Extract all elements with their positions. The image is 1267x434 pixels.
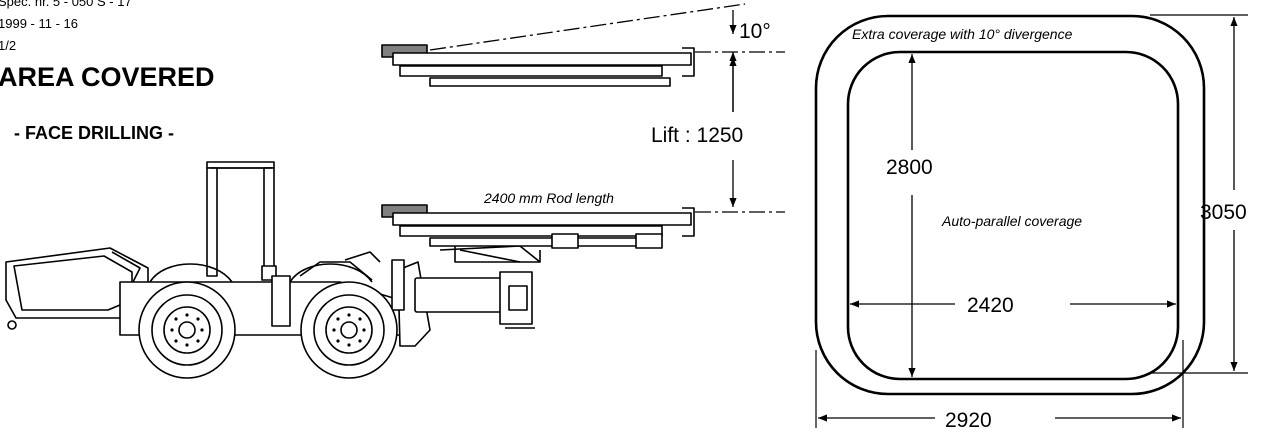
rod-length-label: 2400 mm Rod length: [483, 190, 614, 206]
rig-wheel-front: [300, 281, 398, 379]
lift-label: Lift : 1250: [651, 124, 743, 147]
angle-label: 10°: [739, 20, 771, 43]
rig-boom-lower: [381, 204, 695, 263]
rig-wheel-bolts: [170, 313, 366, 347]
page-subtitle: - FACE DRILLING -: [14, 123, 174, 143]
rig-wheel-rear: [138, 281, 236, 379]
inner-height-label: 2800: [886, 156, 933, 179]
extra-coverage-outline: [814, 14, 1206, 396]
document-date: 1999 - 11 - 16: [0, 16, 78, 31]
extra-coverage-label: Extra coverage with 10° divergence: [852, 26, 1073, 42]
rig-rear-body: [5, 247, 149, 330]
inner-width-label: 2420: [967, 294, 1014, 317]
auto-parallel-outline: [846, 50, 1180, 381]
lift-dimensions: [429, 3, 785, 213]
auto-parallel-label: Auto-parallel coverage: [941, 213, 1082, 229]
spec-number: Spec. nr. 5 - 050 S - 17: [0, 0, 132, 9]
rig-boom-mount: [391, 245, 541, 347]
outer-height-label: 3050: [1200, 201, 1247, 224]
coverage-area: [814, 14, 1248, 428]
drill-rig: [5, 44, 695, 379]
page-title: AREA COVERED: [0, 62, 215, 92]
rig-canopy: [206, 161, 277, 281]
rig-boom-upper: [381, 44, 695, 87]
divergence-line: [429, 3, 746, 51]
page-number: 1/2: [0, 38, 17, 53]
outer-width-label: 2920: [945, 409, 992, 432]
